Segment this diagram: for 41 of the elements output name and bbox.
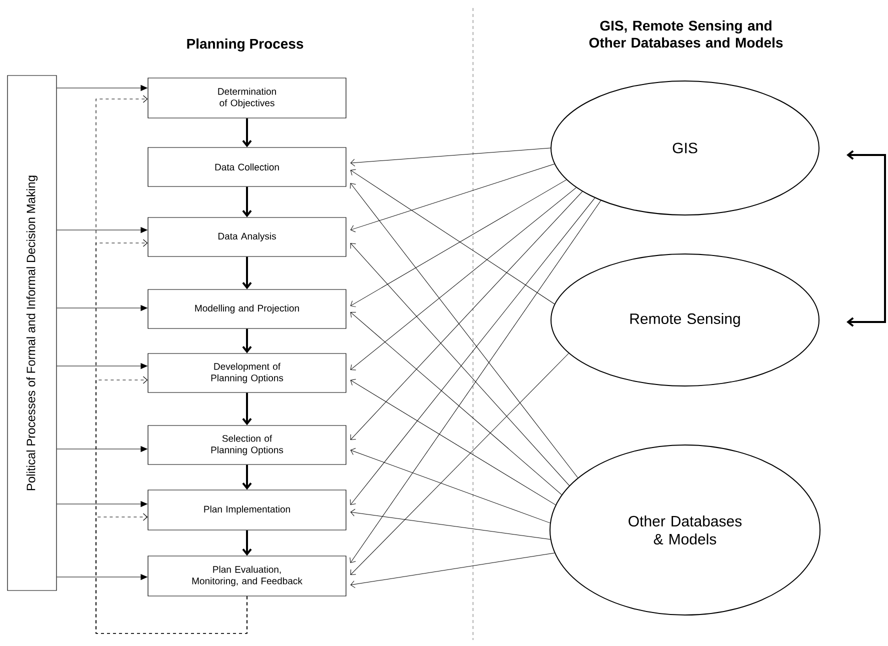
arrow [350,448,550,524]
arrow [56,446,148,452]
arrow [350,353,569,575]
arrow [350,312,562,495]
arrow [242,186,252,218]
arrow [242,464,252,490]
process-box: Plan Implementation [148,490,346,530]
arrow [350,191,583,440]
decision-process-bar: Political Processes of Formal and Informal Decision Making [7,75,57,591]
arrow [350,200,602,563]
process-box: Plan Evaluation, Monitoring, and Feedback [148,556,346,596]
arrow [350,148,551,166]
arrow [56,85,148,91]
arrow [96,513,248,634]
process-box: Data Collection [148,147,346,187]
arrow [350,183,578,478]
process-box: Development of Planning Options [148,353,346,393]
arrow [350,187,576,370]
arrow [350,379,556,506]
arrow [350,243,570,486]
process-box: Data Analysis [148,217,346,257]
arrow [56,227,148,233]
arrow [846,150,886,327]
arrow [242,328,252,354]
arrow [56,305,148,311]
process-box: Selection of Planning Options [148,425,346,465]
arrow [350,508,551,540]
arrow [242,118,252,148]
arrow [350,552,555,588]
arrow [350,198,595,505]
arrow [56,363,148,369]
arrow [242,256,252,290]
heading: Planning Process [187,38,304,52]
arrow [242,530,252,556]
arrow [56,501,148,507]
arrow [242,392,252,426]
arrow [350,164,555,232]
heading: GIS, Remote Sensing and Other Databases and Models [589,20,783,48]
process-box: Modelling and Projection [148,289,346,329]
process-box: Determination of Objectives [148,78,346,118]
arrow [56,574,148,580]
